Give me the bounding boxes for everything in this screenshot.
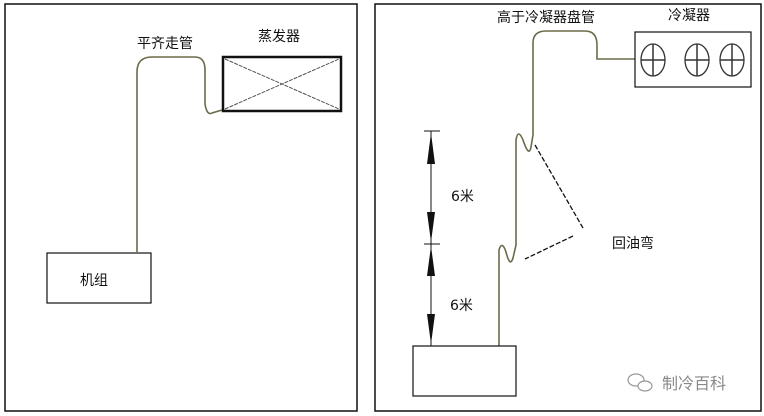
condenser bbox=[634, 31, 752, 88]
evaporator bbox=[221, 55, 343, 113]
left-panel-frame bbox=[4, 3, 358, 412]
condenser-label: 冷凝器 bbox=[668, 8, 710, 24]
evaporator-cross-line bbox=[224, 58, 340, 110]
wechat-icon bbox=[627, 373, 653, 392]
unit-label: 机组 bbox=[80, 273, 108, 289]
level-pipe-label: 平齐走管 bbox=[137, 36, 193, 52]
height-dimension bbox=[424, 130, 440, 346]
arrow-up-icon bbox=[427, 133, 435, 164]
above-condenser-pipe-label: 高于冷凝器盘管 bbox=[497, 9, 595, 26]
unit-box bbox=[412, 345, 517, 397]
oil-trap-pointer bbox=[524, 235, 574, 260]
suction-pipe-level bbox=[136, 56, 223, 252]
watermark-text: 制冷百科 bbox=[662, 374, 726, 393]
arrow-down-icon bbox=[427, 212, 435, 242]
right-panel: 高于冷凝器盘管 冷凝器 6米 6米 回油弯 制冷百科 bbox=[374, 3, 762, 412]
height-upper-label: 6米 bbox=[451, 189, 474, 205]
right-panel-frame bbox=[374, 3, 762, 412]
fan-icon bbox=[684, 43, 710, 77]
fan-icon bbox=[719, 43, 745, 77]
fan-icon bbox=[640, 43, 666, 77]
arrow-up-icon bbox=[427, 246, 435, 276]
height-lower-label: 6米 bbox=[450, 298, 473, 314]
evaporator-box bbox=[221, 55, 343, 113]
discharge-pipe-riser bbox=[498, 30, 635, 346]
left-panel: 平齐走管 蒸发器 机组 bbox=[4, 3, 358, 412]
unit-box bbox=[46, 252, 152, 304]
oil-trap-label: 回油弯 bbox=[612, 235, 654, 252]
arrow-down-icon bbox=[427, 314, 435, 344]
oil-trap-pointer bbox=[534, 144, 584, 229]
evaporator-label: 蒸发器 bbox=[258, 29, 300, 45]
